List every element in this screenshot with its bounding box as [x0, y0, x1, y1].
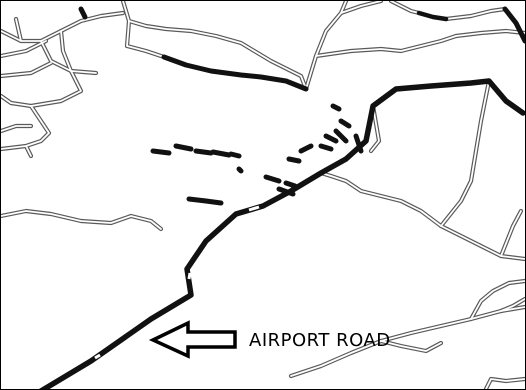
minor-road: [485, 378, 525, 389]
road-segment: [78, 6, 88, 20]
scattered-road-segments: [78, 6, 364, 206]
minor-road: [1, 125, 32, 132]
minor-road: [40, 40, 97, 74]
road-segment: [276, 186, 296, 197]
road-segment: [333, 128, 349, 144]
road-segment: [353, 133, 364, 154]
minor-road: [1, 105, 50, 150]
minor-road: [305, 1, 347, 90]
upper-road-path: [161, 54, 309, 92]
minor-road: [455, 30, 525, 37]
road-segment: [203, 198, 224, 206]
minor-road: [315, 35, 457, 57]
airport-road-label: AIRPORT ROAD: [249, 330, 391, 351]
minor-road: [330, 175, 442, 227]
minor-road: [370, 105, 380, 152]
road-segment: [283, 180, 298, 189]
road-segment: [298, 143, 314, 154]
minor-road: [470, 280, 525, 320]
airport-road-line: [39, 6, 525, 389]
minor-road: [500, 210, 522, 257]
minor-road: [122, 1, 165, 58]
minor-road: [340, 1, 382, 14]
minor-road-casing: [1, 208, 164, 232]
minor-road: [25, 145, 32, 157]
road-segment: [186, 196, 209, 204]
minor-road: [1, 62, 52, 77]
road-segment: [338, 118, 352, 129]
top-edge-path: [416, 10, 449, 22]
minor-road: [128, 20, 307, 90]
road-segment: [193, 148, 214, 156]
minor-road-casing: [328, 173, 444, 229]
road-segment: [318, 143, 334, 152]
arrow-left-outline-icon: [148, 320, 237, 359]
minor-road-casing: [8, 68, 84, 109]
minor-road: [60, 30, 72, 72]
road-segment: [228, 151, 242, 159]
minor-road: [10, 70, 82, 107]
road-segment: [150, 148, 172, 156]
road-gaps: [94, 205, 260, 360]
minor-road-casing: [438, 78, 492, 229]
minor-road: [1, 40, 47, 57]
minor-road: [15, 18, 22, 42]
minor-road: [440, 225, 525, 260]
minor-road: [1, 210, 162, 230]
minor-road: [440, 80, 490, 227]
road-segment: [263, 174, 282, 184]
minor-road: [1, 95, 12, 104]
minor-road: [500, 298, 525, 312]
road-segment: [173, 143, 194, 152]
minor-road: [380, 340, 442, 352]
airport-road-path: [39, 78, 525, 389]
right-edge-path: [502, 6, 525, 44]
road-segment: [330, 103, 342, 112]
minor-road: [445, 8, 506, 20]
minor-road: [290, 306, 525, 377]
road-segment: [323, 133, 339, 144]
minor-road: [390, 1, 420, 14]
road-segment: [236, 166, 244, 174]
road-segment: [286, 156, 302, 164]
road-segment: [210, 149, 232, 158]
